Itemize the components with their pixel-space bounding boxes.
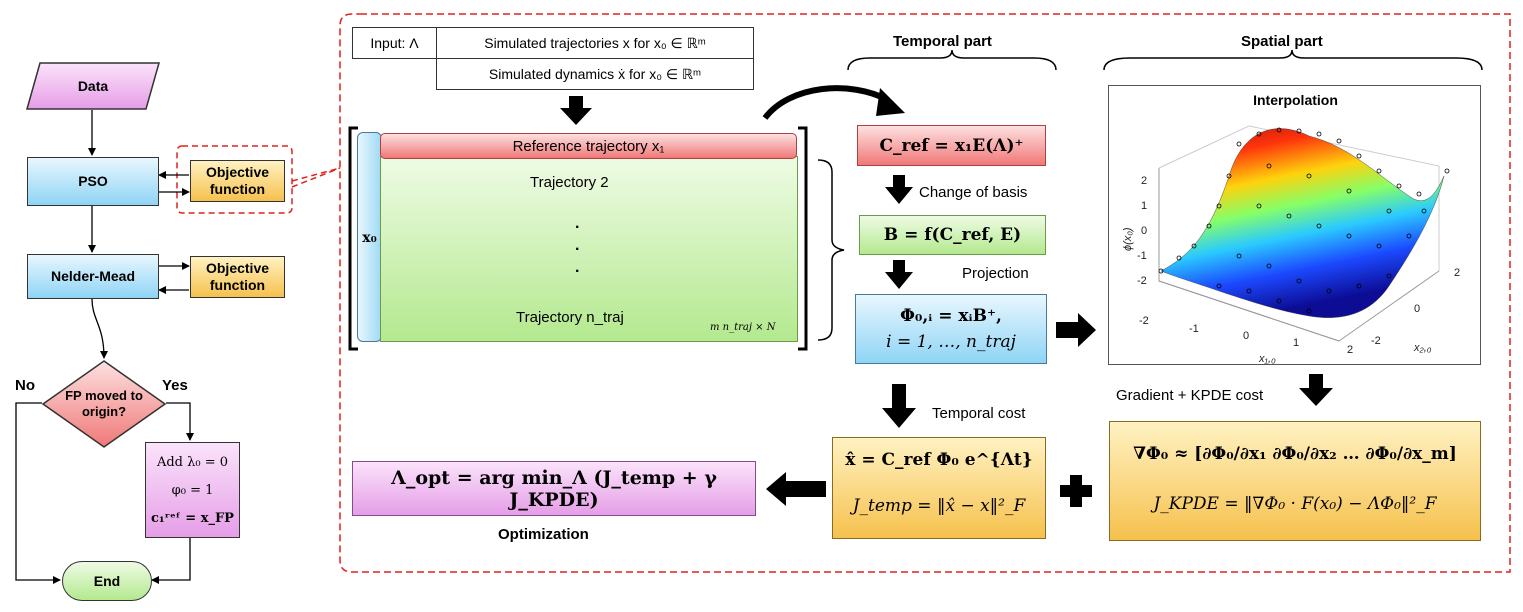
parallelogram-shape xyxy=(26,62,160,110)
optimization-box: Λ_opt = arg min_Λ (J_temp + γ J_KPDE) xyxy=(352,461,756,516)
dot-1: . xyxy=(575,215,580,232)
gradient-label: Gradient + KPDE cost xyxy=(1116,387,1264,404)
temporal-header: Temporal part xyxy=(893,33,992,50)
y-axis-label: x₂,₀ xyxy=(1413,342,1432,354)
add-line-1: Add λ₀ = 0 xyxy=(156,455,229,470)
dot-3: . xyxy=(575,259,580,276)
z-tick-1: 1 xyxy=(1141,200,1147,212)
b-equation: B = f(C_ref, E) xyxy=(883,225,1022,245)
pso-node: PSO xyxy=(27,157,159,206)
nelder-mead-node: Nelder-Mead xyxy=(27,254,159,299)
objective-function-label-1: Objective function xyxy=(205,164,270,197)
arrow-down-input xyxy=(560,96,592,125)
add-line-3: c₁ʳᵉᶠ = x_FP xyxy=(151,511,234,526)
x0-label: x₀ xyxy=(362,230,377,246)
x-tick-1: -1 xyxy=(1189,323,1199,335)
optimization-equation: Λ_opt = arg min_Λ (J_temp + γ J_KPDE) xyxy=(391,466,717,511)
zoom-region-outline xyxy=(339,13,1511,573)
pso-label: PSO xyxy=(78,173,108,189)
end-node: End xyxy=(62,561,152,601)
matrix-size-label: m n_traj × N xyxy=(710,322,776,333)
change-of-basis-label: Change of basis xyxy=(919,184,1028,201)
end-label: End xyxy=(93,572,121,589)
input-row-2: Simulated dynamics ẋ for x₀ ∈ ℝᵐ xyxy=(436,58,754,90)
temporal-cost-label: Temporal cost xyxy=(932,405,1026,422)
arrow-down-plot xyxy=(1299,374,1333,406)
yes-label: Yes xyxy=(162,377,188,394)
reference-trajectory: Reference trajectory x₁ xyxy=(380,133,797,159)
add-node: Add λ₀ = 0 φ₀ = 1 c₁ʳᵉᶠ = x_FP xyxy=(145,442,240,538)
no-label: No xyxy=(15,377,35,394)
b-box: B = f(C_ref, E) xyxy=(859,215,1046,255)
dot-2: . xyxy=(575,237,580,254)
x-tick-3: 1 xyxy=(1293,337,1299,349)
temporal-cost-box: x̂ = C_ref Φ₀ e^{Λt} J_temp = ‖x̂ − x‖²_… xyxy=(832,437,1046,539)
input-cell: Input: Λ xyxy=(352,27,437,59)
data-label: Data xyxy=(77,78,109,94)
arrow-down-phi xyxy=(882,384,916,428)
x-axis-label: x₁,₀ xyxy=(1258,353,1276,365)
trajectory-2-label: Trajectory 2 xyxy=(530,174,609,191)
x0-column xyxy=(357,132,382,342)
z-tick-2: 0 xyxy=(1141,225,1147,237)
y-tick-2: -2 xyxy=(1371,335,1381,347)
cref-box: C_ref = x₁E(Λ)⁺ xyxy=(857,125,1046,166)
arrow-down-b xyxy=(885,260,913,289)
z-tick-0: 2 xyxy=(1141,175,1147,187)
spatial-cost-box: ∇Φ₀ ≈ [∂Φ₀/∂x₁ ∂Φ₀/∂x₂ … ∂Φ₀/∂x_m] J_KPD… xyxy=(1109,421,1481,541)
phi-equation-line-2: i = 1, …, n_traj xyxy=(886,332,1016,352)
trajectory-n-label: Trajectory n_traj xyxy=(516,309,624,326)
phi-equation-line-1: Φ₀,ᵢ = xᵢB⁺, xyxy=(900,306,1002,326)
diamond-shape xyxy=(42,360,166,448)
z-tick-3: -1 xyxy=(1137,250,1147,262)
optimization-label: Optimization xyxy=(498,526,589,543)
y-tick-1: 0 xyxy=(1414,303,1420,315)
z-tick-4: -2 xyxy=(1137,275,1147,287)
xhat-equation: x̂ = C_ref Φ₀ e^{Λt} xyxy=(845,450,1033,470)
projection-label: Projection xyxy=(962,265,1029,282)
input-row-1: Simulated trajectories x for x₀ ∈ ℝᵐ xyxy=(436,27,754,59)
curved-arrow xyxy=(762,85,890,120)
gradient-equation: ∇Φ₀ ≈ [∂Φ₀/∂x₁ ∂Φ₀/∂x₂ … ∂Φ₀/∂x_m] xyxy=(1133,444,1457,464)
x-tick-0: -2 xyxy=(1139,315,1149,327)
plot-title: Interpolation xyxy=(1253,92,1338,108)
kpde-equation: J_KPDE = ‖∇Φ₀ · F(x₀) − ΛΦ₀‖²_F xyxy=(1153,494,1437,514)
spatial-header: Spatial part xyxy=(1241,33,1323,50)
decision-node: FP moved to origin? xyxy=(42,360,166,448)
plus-sign xyxy=(1060,475,1092,507)
objective-function-node-1: Objective function xyxy=(190,160,285,202)
add-line-2: φ₀ = 1 xyxy=(171,483,214,498)
surface-plot-svg: 2 1 0 -1 -2 -2 -1 0 1 2 2 0 -2 x₁,₀ x₂,₀… xyxy=(1122,125,1460,365)
arrow-down-cref xyxy=(885,175,913,204)
x-tick-2: 0 xyxy=(1243,330,1249,342)
arrow-left-opt xyxy=(766,472,826,506)
input-label: Input: Λ xyxy=(370,35,419,51)
z-axis-label: ϕ(x₀) xyxy=(1122,227,1134,251)
cref-equation: C_ref = x₁E(Λ)⁺ xyxy=(879,135,1024,156)
objective-function-node-2: Objective function xyxy=(190,256,285,298)
zoom-source-outline xyxy=(176,145,293,214)
nelder-mead-label: Nelder-Mead xyxy=(50,268,136,284)
reference-trajectory-label: Reference trajectory x₁ xyxy=(512,137,665,155)
x-tick-4: 2 xyxy=(1347,344,1353,356)
y-tick-0: 2 xyxy=(1454,267,1460,279)
interpolation-plot: Interpolation xyxy=(1108,85,1481,365)
jtemp-equation: J_temp = ‖x̂ − x‖²_F xyxy=(852,496,1026,516)
arrow-right-phi xyxy=(1056,313,1096,347)
objective-function-label-2: Objective function xyxy=(205,260,270,293)
decision-label: FP moved to origin? xyxy=(65,388,143,419)
input-row-2-text: Simulated dynamics ẋ for x₀ ∈ ℝᵐ xyxy=(488,65,702,82)
input-row-1-text: Simulated trajectories x for x₀ ∈ ℝᵐ xyxy=(484,34,706,51)
phi-box: Φ₀,ᵢ = xᵢB⁺, i = 1, …, n_traj xyxy=(855,294,1047,364)
surface-shape xyxy=(1160,128,1445,318)
data-node: Data xyxy=(26,62,160,110)
